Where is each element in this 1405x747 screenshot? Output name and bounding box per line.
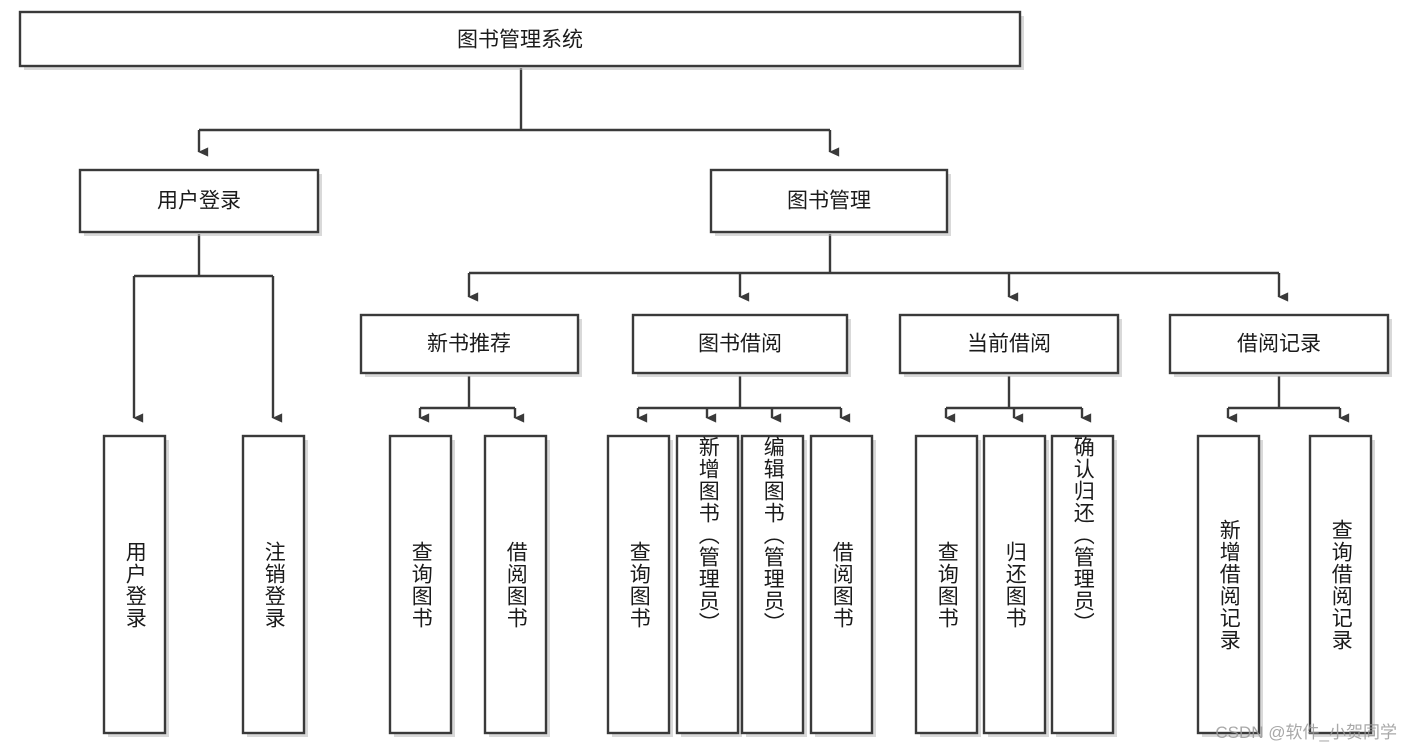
node-current-borrow[interactable]: 当前借阅 [898,313,1122,377]
leaf-add-record-box[interactable] [1196,434,1261,735]
borrow-record-box [1168,313,1390,375]
leaf-return-book-box[interactable] [982,434,1047,735]
leaf-borrow-book-1-box[interactable] [483,434,548,735]
leaf-add-book-box[interactable] [675,434,740,735]
node-borrow-record[interactable]: 借阅记录 [1168,313,1392,377]
book-borrow-label: 图书借阅 [698,333,782,356]
leaf-query-book-2-box[interactable] [606,434,671,735]
current-borrow-label: 当前借阅 [967,333,1051,356]
node-new-book-recommend[interactable]: 新书推荐 [359,313,582,377]
leaf-edit-book-box[interactable] [740,434,805,735]
new-book-recommend-label: 新书推荐 [427,333,511,356]
book-borrow-box [631,313,849,375]
node-book-borrow[interactable]: 图书借阅 [631,313,851,377]
root-label: 图书管理系统 [457,29,583,52]
leaf-confirm-return-box[interactable] [1050,434,1115,735]
user-login-box [78,168,320,234]
leaf-query-book-3-box[interactable] [914,434,979,735]
connector-layer [132,68,1350,423]
leaf-user-logout-box[interactable] [241,434,306,735]
borrow-record-label: 借阅记录 [1237,333,1321,356]
node-user-login[interactable]: 用户登录 [78,168,322,236]
leaf-borrow-book-2-box[interactable] [809,434,874,735]
node-root[interactable]: 图书管理系统 [18,10,1024,70]
leaf-query-book-1-box[interactable] [388,434,453,735]
user-login-label: 用户登录 [157,190,241,213]
book-management-label: 图书管理 [787,190,871,213]
leaf-user-login-box[interactable] [102,434,167,735]
leaf-query-record-box[interactable] [1308,434,1373,735]
current-borrow-box [898,313,1120,375]
node-book-management[interactable]: 图书管理 [709,168,951,236]
book-management-box [709,168,949,234]
leaf-box-layer [102,434,1375,737]
root-box [18,10,1022,68]
new-book-recommend-box [359,313,580,375]
